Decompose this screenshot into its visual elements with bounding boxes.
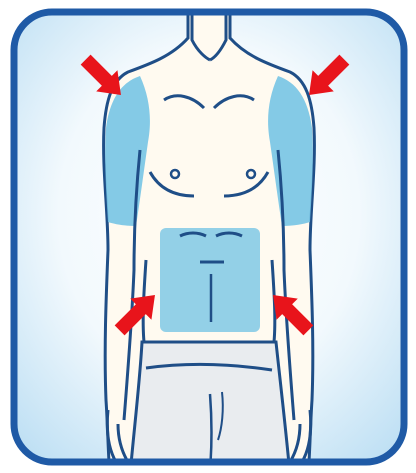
illustration-frame (0, 0, 416, 473)
torso-illustration (0, 0, 416, 473)
